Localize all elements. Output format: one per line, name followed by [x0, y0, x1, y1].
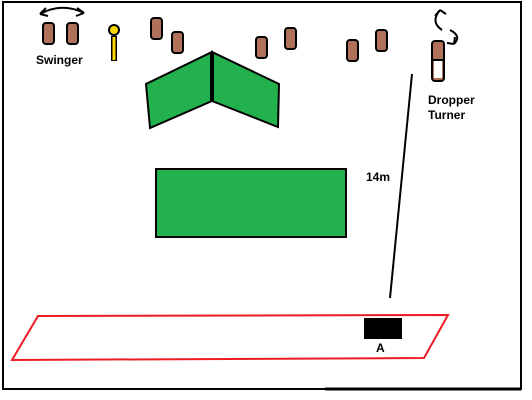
swinger-arrowhead-left [39, 7, 49, 17]
point-a-label: A [376, 341, 385, 355]
distance-line [389, 73, 413, 299]
rect-hurdle [155, 168, 347, 238]
bell-head [108, 24, 120, 36]
pole-top-3 [255, 36, 268, 59]
pole-top-2 [171, 31, 184, 54]
point-a-marker [364, 318, 402, 339]
bell-marker [108, 24, 120, 61]
dropper-label: Dropper [428, 93, 475, 107]
turner-arrowhead-1 [434, 9, 447, 17]
field-border [2, 1, 522, 390]
turner-arrowhead-2 [446, 36, 456, 45]
pole-top-5 [346, 39, 359, 62]
pole-top-6 [375, 29, 388, 52]
dropper-pole-white-band [434, 60, 442, 78]
swinger-pole-left [42, 22, 55, 45]
swinger-station: Swinger [36, 6, 85, 67]
dropper-turner-station: Dropper Turner [428, 9, 475, 122]
pole-top-1 [150, 17, 163, 40]
swinger-label: Swinger [36, 53, 83, 67]
pole-top-4 [284, 27, 297, 50]
swinger-arrowhead-right [75, 7, 85, 17]
boundary-zone [10, 313, 450, 362]
v-hurdle-left-panel [144, 50, 213, 130]
distance-label: 14m [366, 170, 390, 184]
turner-label: Turner [428, 108, 465, 122]
swinger-pole-right [66, 22, 79, 45]
v-hurdle-right-panel [211, 50, 281, 129]
v-hurdle [144, 50, 281, 130]
